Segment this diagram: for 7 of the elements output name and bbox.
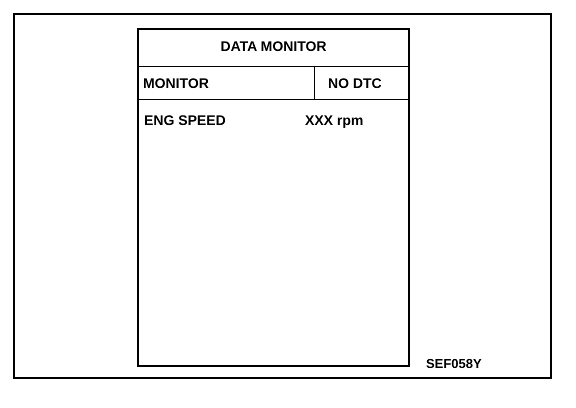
header-cell: NO DTC: [314, 66, 410, 100]
screen-panel: [137, 28, 410, 367]
parameter-name: ENG SPEED: [144, 112, 226, 128]
figure-code: SEF058Y: [426, 356, 482, 372]
screen-title: DATA MONITOR: [219, 38, 328, 54]
header-cell: MONITOR: [139, 66, 315, 100]
parameter-value: XXX rpm: [305, 112, 364, 128]
